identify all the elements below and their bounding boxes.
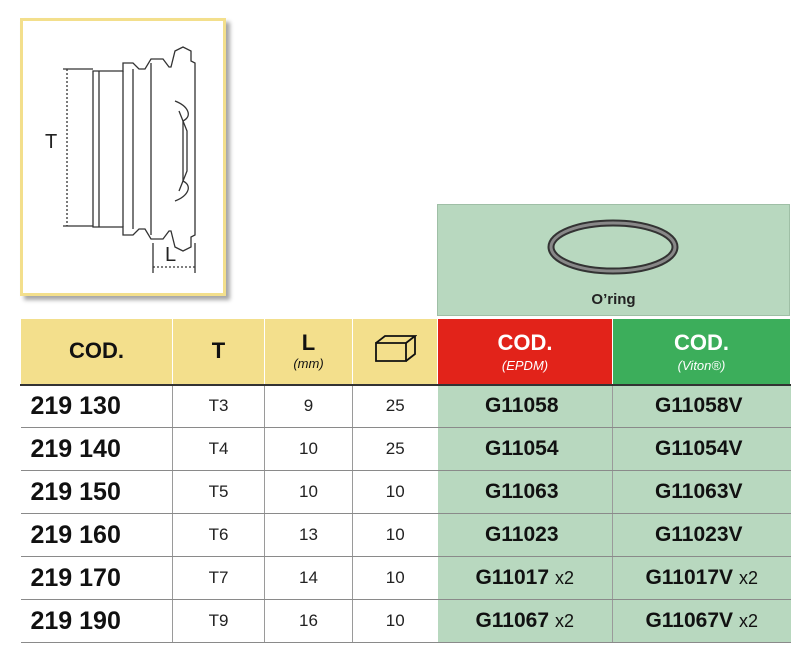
- cell-viton: G11023V: [612, 513, 791, 557]
- header-l: L (mm): [264, 318, 353, 385]
- technical-drawing: T L: [20, 18, 226, 296]
- cell-code: 219 150: [20, 470, 173, 514]
- cell-t: T4: [172, 427, 265, 471]
- header-epdm: COD. (EPDM): [437, 318, 613, 385]
- cell-l: 10: [264, 427, 353, 471]
- cell-l: 9: [264, 383, 353, 428]
- epdm-code: G11067: [475, 609, 550, 632]
- cell-qty: 10: [352, 513, 438, 557]
- viton-code: G11054V: [654, 437, 743, 460]
- cell-viton: G11063V: [612, 470, 791, 514]
- cell-viton: G11058V: [612, 383, 791, 428]
- cell-viton: G11054V: [612, 427, 791, 471]
- header-l-unit: (mm): [293, 355, 324, 371]
- epdm-code: G11017: [475, 566, 550, 589]
- cell-t: T3: [172, 383, 265, 428]
- cell-t: T9: [172, 599, 265, 643]
- cell-epdm: G11058: [437, 383, 613, 428]
- viton-code: G11063V: [654, 480, 743, 503]
- cell-l: 10: [264, 470, 353, 514]
- epdm-code: G11058: [484, 394, 559, 418]
- fitting-drawing-svg: [63, 46, 196, 273]
- table-header-row: COD. T L (mm) COD. (EPDM): [20, 318, 791, 385]
- cell-qty: 10: [352, 599, 438, 643]
- cell-epdm: G11063: [437, 470, 613, 514]
- cell-code: 219 190: [20, 599, 173, 643]
- viton-mult: x2: [739, 611, 759, 631]
- header-l-label: L: [301, 329, 316, 355]
- header-viton-sub: (Viton®): [677, 357, 726, 373]
- oring-label: O’ring: [591, 291, 636, 308]
- header-epdm-sub: (EPDM): [501, 357, 549, 373]
- viton-code: G11067V: [645, 609, 734, 632]
- cell-code: 219 130: [20, 383, 173, 428]
- epdm-mult: x2: [555, 611, 575, 631]
- epdm-code: G11023: [484, 523, 559, 546]
- epdm-mult: x2: [555, 568, 575, 588]
- cell-code: 219 140: [20, 427, 173, 471]
- cell-qty: 25: [352, 383, 438, 428]
- t-dimension-label: T: [45, 131, 58, 153]
- cell-code: 219 160: [20, 513, 173, 557]
- table-row: 219 130 T3 9 25 G11058 G11058V: [20, 383, 791, 428]
- cell-l: 13: [264, 513, 353, 557]
- l-dimension-label: L: [165, 244, 177, 266]
- viton-mult: x2: [739, 568, 759, 588]
- header-viton: COD. (Viton®): [612, 318, 791, 385]
- header-cod: COD.: [20, 318, 173, 385]
- viton-code: G11058V: [654, 394, 743, 418]
- cell-l: 16: [264, 599, 353, 643]
- product-table: COD. T L (mm) COD. (EPDM): [20, 318, 791, 643]
- oring-panel: O’ring: [437, 204, 790, 316]
- header-epdm-title: COD.: [497, 329, 553, 355]
- viton-code: G11017V: [645, 566, 734, 589]
- cell-t: T5: [172, 470, 265, 514]
- viton-code: G11023V: [654, 523, 743, 546]
- table-row: 219 150 T5 10 10 G11063 G11063V: [20, 470, 791, 514]
- header-t: T: [172, 318, 265, 385]
- box-icon: [375, 335, 418, 363]
- cell-qty: 10: [352, 556, 438, 600]
- table-row: 219 160 T6 13 10 G11023 G11023V: [20, 513, 791, 557]
- header-viton-title: COD.: [674, 329, 729, 355]
- cell-epdm: G11054: [437, 427, 613, 471]
- table-row: 219 140 T4 10 25 G11054 G11054V: [20, 427, 791, 471]
- cell-qty: 10: [352, 470, 438, 514]
- cell-qty: 25: [352, 427, 438, 471]
- cell-t: T6: [172, 513, 265, 557]
- cell-t: T7: [172, 556, 265, 600]
- cell-code: 219 170: [20, 556, 173, 600]
- oring-icon: [547, 219, 679, 275]
- epdm-code: G11063: [484, 480, 559, 503]
- cell-l: 14: [264, 556, 353, 600]
- cell-epdm: G11023: [437, 513, 613, 557]
- header-box: [352, 318, 438, 385]
- epdm-code: G11054: [484, 437, 559, 460]
